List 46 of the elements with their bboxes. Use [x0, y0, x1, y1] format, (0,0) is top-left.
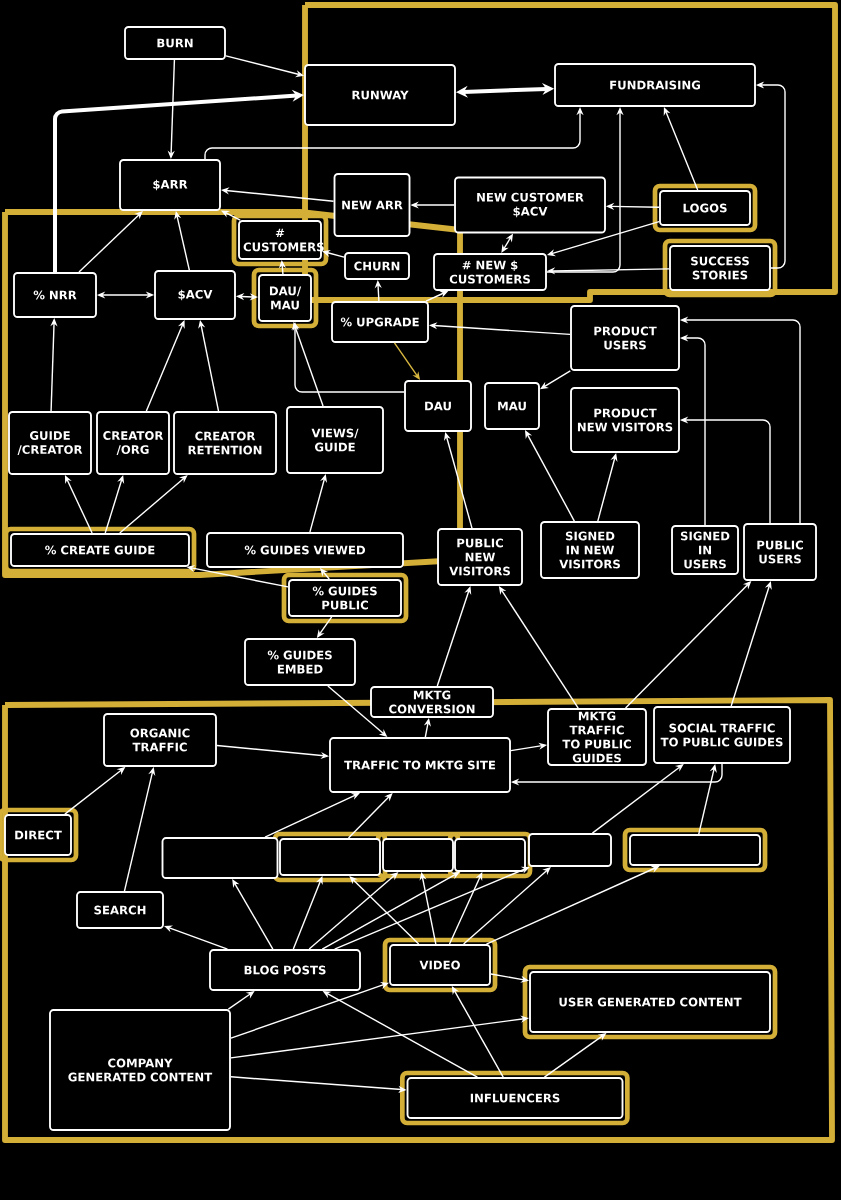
process-box: LOGOS: [659, 190, 751, 226]
process-box: % GUIDES EMBED: [244, 638, 356, 686]
empty-box: [528, 833, 612, 867]
process-box: % UPGRADE: [331, 301, 429, 343]
process-box: SIGNED IN NEW VISITORS: [540, 521, 640, 579]
process-box: # NEW $ CUSTOMERS: [433, 253, 547, 291]
process-box: USER GENERATED CONTENT: [529, 971, 771, 1033]
process-box: VIDEO: [389, 944, 491, 986]
process-box: % GUIDES PUBLIC: [288, 579, 402, 617]
process-box: % GUIDES VIEWED: [206, 532, 404, 568]
empty-box: [161, 837, 279, 879]
process-box: SIGNED IN USERS: [671, 525, 739, 575]
process-box: BURN: [124, 26, 226, 60]
process-box: NEW CUSTOMER $ACV: [454, 176, 606, 234]
process-box: CHURN: [344, 252, 410, 280]
process-box: % CREATE GUIDE: [10, 533, 190, 567]
process-box: VIEWS/ GUIDE: [286, 406, 384, 474]
process-box: DAU/ MAU: [258, 274, 312, 322]
process-box: NEW ARR: [333, 173, 411, 237]
process-box: GUIDE /CREATOR: [8, 411, 92, 475]
empty-box: [279, 838, 381, 876]
process-box: PRODUCT NEW VISITORS: [570, 387, 680, 453]
process-box: SEARCH: [76, 891, 164, 929]
process-box: COMPANY GENERATED CONTENT: [49, 1009, 231, 1131]
process-box: $ARR: [119, 159, 221, 211]
process-box: TRAFFIC TO MKTG SITE: [329, 737, 511, 793]
process-box: MAU: [484, 382, 540, 430]
process-box: SUCCESS STORIES: [669, 245, 771, 291]
process-box: PUBLIC NEW VISITORS: [437, 528, 523, 586]
process-box: DIRECT: [4, 814, 72, 856]
process-box: INFLUENCERS: [406, 1077, 624, 1119]
process-box: CREATOR /ORG: [96, 411, 170, 475]
empty-box: [629, 834, 761, 866]
process-box: BLOG POSTS: [209, 949, 361, 991]
process-box: $ACV: [154, 270, 236, 320]
process-box: DAU: [404, 380, 472, 432]
process-box: RUNWAY: [304, 64, 456, 126]
process-box: SOCIAL TRAFFIC TO PUBLIC GUIDES: [653, 706, 791, 764]
process-box: CREATOR RETENTION: [173, 411, 277, 475]
process-box: % NRR: [13, 272, 97, 318]
process-box: PUBLIC USERS: [743, 523, 817, 581]
process-box: MKTG TRAFFIC TO PUBLIC GUIDES: [547, 708, 647, 766]
process-box: MKTG CONVERSION: [370, 686, 494, 718]
process-box: FUNDRAISING: [554, 63, 756, 107]
process-box: ORGANIC TRAFFIC: [103, 713, 217, 767]
process-box: PRODUCT USERS: [570, 305, 680, 371]
